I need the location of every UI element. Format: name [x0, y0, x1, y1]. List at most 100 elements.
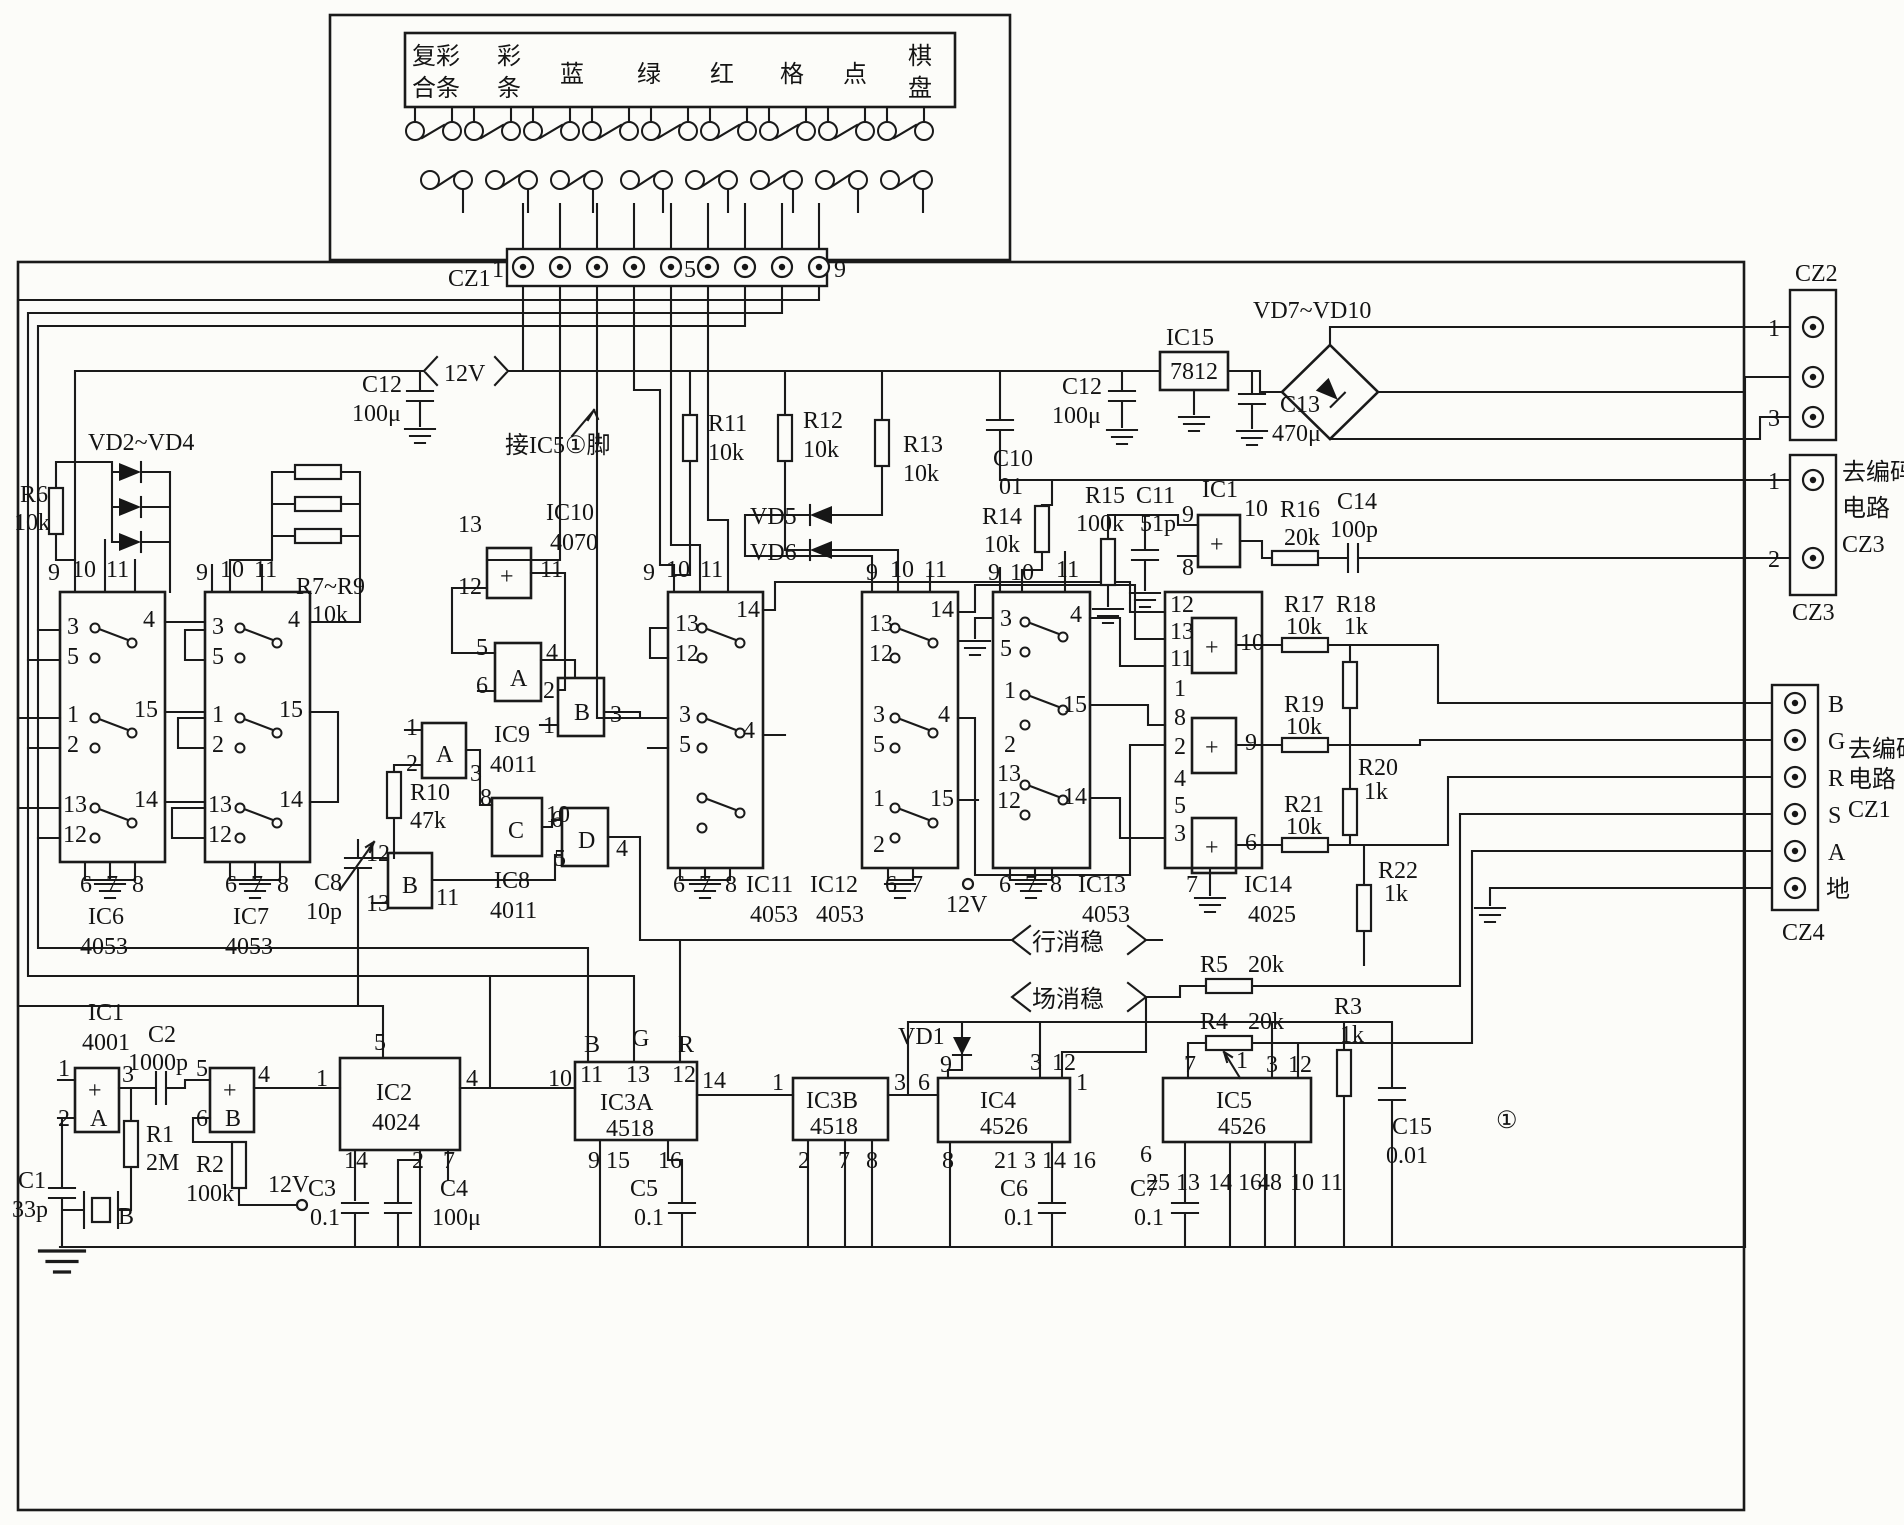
ic7-p4: 4 — [288, 607, 300, 633]
ic3b-ref: IC3B — [806, 1088, 858, 1114]
switch-contacts-row2[interactable] — [420, 170, 933, 190]
c4-ref: C4 — [440, 1176, 468, 1202]
ic3a-p16: 16 — [658, 1148, 682, 1174]
r22-val: 1k — [1384, 881, 1408, 907]
c3-val: 0.1 — [310, 1205, 340, 1231]
top-wires — [73, 325, 1792, 1249]
c10-val: 01 — [999, 474, 1023, 500]
pattern-switch-bank — [405, 105, 934, 251]
ic5-p12: 12 — [1288, 1052, 1312, 1078]
resistor-r9 — [293, 527, 343, 545]
ic6-p15: 15 — [134, 697, 158, 723]
ic7-val: 4053 — [225, 934, 273, 960]
ic5-p10: 10 — [1290, 1170, 1314, 1196]
c13-ref: C13 — [1280, 392, 1320, 418]
ic1b-p1: 1 — [58, 1056, 70, 1082]
ic11-p10: 10 — [666, 557, 690, 583]
ic14-val: 4025 — [1248, 902, 1296, 928]
ic1b-p3: 3 — [122, 1062, 134, 1088]
ic13-p10: 10 — [1010, 560, 1034, 586]
gate-section-wires — [338, 571, 1014, 1064]
cz4-a: A — [1828, 840, 1846, 866]
panel-label-blue: 蓝 — [560, 61, 584, 88]
resistor-r17 — [1280, 636, 1330, 654]
right-connectors — [1770, 288, 1838, 912]
terminal-12v-mid — [961, 877, 975, 891]
cz4-label: CZ4 — [1782, 920, 1825, 946]
resistor-r21 — [1280, 836, 1330, 854]
ic3a-p11: 11 — [580, 1062, 603, 1088]
ic2-p4: 4 — [466, 1066, 478, 1092]
diode-vd1 — [951, 1035, 973, 1057]
ic11-p7: 7 — [699, 872, 711, 898]
ic1b-ref: IC1 — [88, 1000, 124, 1026]
c12b-ref: C12 — [1062, 374, 1102, 400]
ic14-plus3: + — [1205, 835, 1219, 861]
r11-ref: R11 — [708, 411, 747, 437]
ic6-p2: 2 — [67, 732, 79, 758]
ic12-body — [860, 590, 960, 870]
ic12-p1: 1 — [873, 786, 885, 812]
ic3a-b: B — [584, 1032, 600, 1058]
ic6-p11: 11 — [106, 557, 129, 583]
c4-val: 100μ — [432, 1205, 481, 1231]
resistor-r15 — [1099, 537, 1117, 587]
ic6-p4: 4 — [143, 607, 155, 633]
cz4-connector — [1770, 683, 1820, 912]
ic9-p5: 5 — [476, 635, 488, 661]
ic13-p6: 6 — [999, 872, 1011, 898]
ic4-p9: 9 — [940, 1052, 952, 1078]
ic3a-p13: 13 — [626, 1062, 650, 1088]
c12a-ref: C12 — [362, 372, 402, 398]
ic3b-p3: 3 — [894, 1070, 906, 1096]
resistor-r5 — [1204, 977, 1254, 995]
switch-contacts-row1[interactable] — [405, 121, 934, 141]
ic1b-ga: A — [90, 1106, 108, 1132]
ic7-p7: 7 — [251, 872, 263, 898]
cz3-label: CZ3 — [1792, 600, 1835, 626]
ic6-p7: 7 — [106, 872, 118, 898]
ic11-p13: 13 — [675, 611, 699, 637]
ic6-p8: 8 — [132, 872, 144, 898]
ic6-p13: 13 — [63, 792, 87, 818]
ic8-p6: 6 — [551, 807, 563, 833]
ic1t-pin10: 10 — [1244, 496, 1268, 522]
r16-val: 20k — [1284, 525, 1320, 551]
c15-ref: C15 — [1392, 1114, 1432, 1140]
c5-val: 0.1 — [634, 1205, 664, 1231]
ic9-ga: A — [510, 666, 528, 692]
ic6-p9: 9 — [48, 560, 60, 586]
ic11-val: 4053 — [750, 902, 798, 928]
ic3b-p7: 7 — [838, 1148, 850, 1174]
ic8-ga: A — [436, 742, 454, 768]
ic5-p7: 7 — [1184, 1052, 1196, 1078]
ic4-p12: 12 — [1052, 1050, 1076, 1076]
ic12-p7: 7 — [911, 872, 923, 898]
ic9-p1: 1 — [543, 713, 555, 739]
ic14-p5: 5 — [1174, 793, 1186, 819]
resistor-r12 — [776, 413, 794, 463]
cz4-s: S — [1828, 803, 1841, 829]
output-wires — [1250, 643, 1774, 1045]
ic5-p6: 6 — [1140, 1142, 1152, 1168]
ic8-p4: 4 — [616, 836, 628, 862]
cz4-note-2: 电路 — [1848, 766, 1896, 793]
r4-val: 20k — [1248, 1009, 1284, 1035]
r3-ref: R3 — [1334, 994, 1362, 1020]
r1-val: 2M — [146, 1150, 179, 1176]
ic4-ref: IC4 — [980, 1088, 1016, 1114]
vd2-4-ref: VD2~VD4 — [88, 430, 194, 456]
ic5-val: 4526 — [1218, 1114, 1266, 1140]
ic7-p3: 3 — [212, 614, 224, 640]
resistor-r22 — [1355, 883, 1373, 933]
left-bus-wires — [16, 284, 821, 1090]
ic12-p5: 5 — [873, 732, 885, 758]
ic8-gate-c — [490, 796, 544, 858]
ic8-gate-d — [560, 806, 610, 868]
resistor-r1 — [122, 1119, 140, 1169]
diode-vd4 — [117, 530, 143, 554]
ic1t-plus: + — [1210, 532, 1224, 558]
ic4-p1: 1 — [1076, 1070, 1088, 1096]
r15-ref: R15 — [1085, 483, 1125, 509]
ic9-gate-b — [556, 676, 606, 738]
